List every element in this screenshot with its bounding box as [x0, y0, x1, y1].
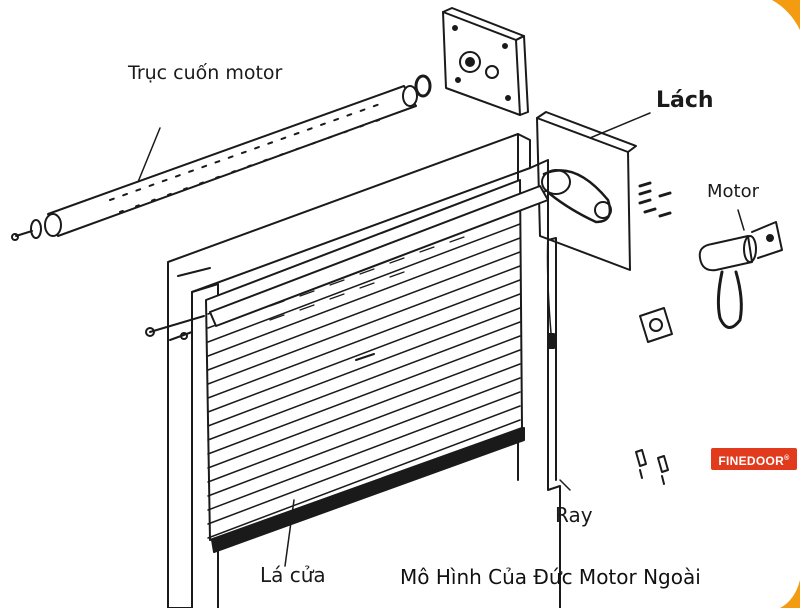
door-curtain-slats [205, 179, 525, 553]
motor-bracket-plate [511, 111, 651, 271]
label-truc-cuon-motor: Trục cuốn motor [128, 62, 283, 84]
label-la-cua: Lá cửa [260, 563, 326, 587]
screws [638, 181, 672, 218]
leader-lines [284, 479, 571, 567]
corner-accent-bottom [780, 580, 800, 608]
diagram-caption: Mô Hình Của Đức Motor Ngoài [400, 565, 701, 589]
label-motor: Motor [707, 181, 760, 202]
installed-axle [145, 185, 549, 337]
roller-axle [11, 74, 432, 241]
label-lach: Lách [656, 88, 714, 113]
limit-switch [639, 307, 673, 343]
pull-chain [546, 231, 555, 349]
bracket-plate-top [442, 7, 529, 116]
brand-logo-text: FINEDOOR [718, 454, 785, 468]
bottom-locks [635, 449, 669, 485]
brand-logo: FINEDOOR® [711, 448, 797, 470]
motor-unit [698, 209, 783, 329]
corner-accent-top [772, 0, 800, 30]
label-ray: Ray [555, 503, 593, 527]
